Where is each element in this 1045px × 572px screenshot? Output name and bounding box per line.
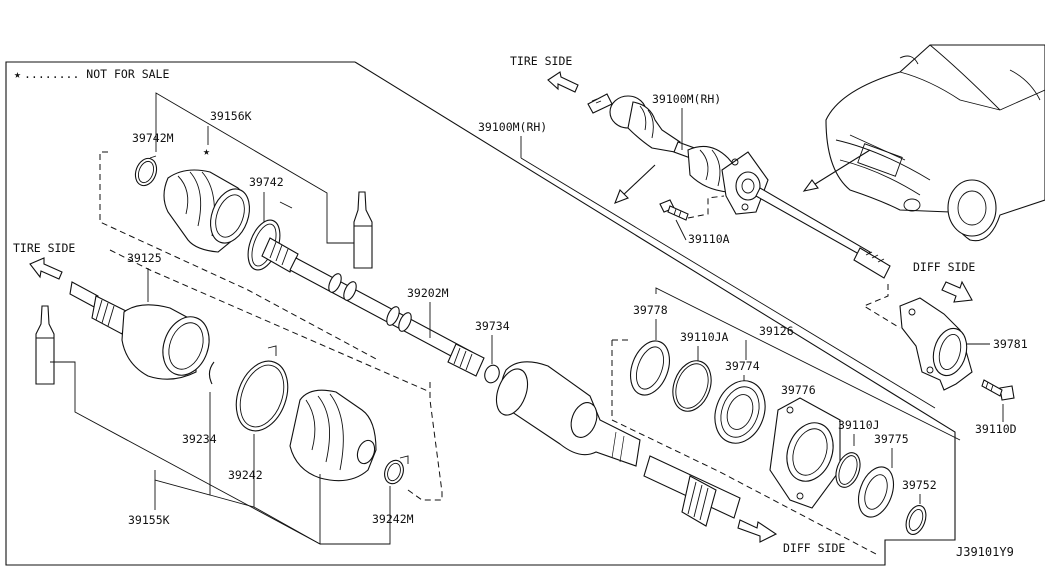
outer-joint-39125 bbox=[69, 281, 210, 380]
ring-39110J bbox=[835, 452, 861, 488]
diff-side-arrow-icon-right bbox=[941, 280, 973, 303]
grease-tube-left bbox=[35, 305, 55, 385]
seal-39752 bbox=[905, 505, 927, 535]
clamp-39242 bbox=[235, 345, 289, 432]
part-39781[interactable]: 39781 bbox=[993, 337, 1028, 351]
grease-tube-upper bbox=[353, 191, 373, 269]
part-39776[interactable]: 39776 bbox=[781, 383, 816, 397]
tire-side-label-left: TIRE SIDE bbox=[13, 241, 75, 255]
seal-39775 bbox=[857, 466, 895, 518]
bearing-housing-39776 bbox=[769, 397, 841, 509]
bearing-39774 bbox=[714, 380, 766, 444]
diagram-code: J39101Y9 bbox=[956, 545, 1014, 559]
part-39752[interactable]: 39752 bbox=[902, 478, 937, 492]
shaft-assembly-overview bbox=[587, 93, 891, 279]
diff-side-label-bottom: DIFF SIDE bbox=[783, 541, 845, 555]
part-39110A[interactable]: 39110A bbox=[688, 232, 730, 246]
part-39125[interactable]: 39125 bbox=[127, 251, 162, 265]
part-39100M-RH-upper[interactable]: 39100M(RH) bbox=[652, 92, 721, 106]
part-39242M-lower[interactable]: 39242M bbox=[372, 512, 414, 526]
boot-lower bbox=[289, 389, 377, 482]
shaft-39202M bbox=[261, 237, 485, 377]
legend-text: ........ NOT FOR SALE bbox=[24, 67, 169, 81]
part-39234[interactable]: 39234 bbox=[182, 432, 217, 446]
part-39775[interactable]: 39775 bbox=[874, 432, 909, 446]
tire-side-arrow-icon bbox=[547, 71, 579, 93]
tire-side-arrow-icon-left bbox=[29, 257, 63, 280]
part-39100M-RH-mid[interactable]: 39100M(RH) bbox=[478, 120, 547, 134]
part-39202M[interactable]: 39202M bbox=[407, 286, 449, 300]
clamp-39742M-upper bbox=[134, 155, 158, 187]
inner-joint-housing bbox=[495, 361, 741, 527]
ring-39734 bbox=[484, 364, 500, 384]
diagram-frame bbox=[5, 61, 956, 566]
part-39126[interactable]: 39126 bbox=[759, 324, 794, 338]
part-39110JA[interactable]: 39110JA bbox=[680, 330, 729, 344]
boot-39156K bbox=[163, 169, 250, 253]
seal-39778 bbox=[630, 340, 670, 396]
part-39155K[interactable]: 39155K bbox=[128, 513, 170, 527]
diff-side-arrow-icon-bottom bbox=[737, 519, 778, 543]
ring-39110JA bbox=[672, 360, 712, 412]
direction-arrow-icon bbox=[619, 164, 656, 199]
diff-side-label-right: DIFF SIDE bbox=[913, 260, 975, 274]
vehicle-illustration bbox=[802, 44, 1045, 242]
clamp-39242M-lower bbox=[384, 455, 409, 485]
snap-ring-39234 bbox=[208, 361, 215, 385]
bolt-39110D bbox=[981, 379, 1015, 401]
part-39242[interactable]: 39242 bbox=[228, 468, 263, 482]
bracket-39781 bbox=[899, 297, 973, 391]
part-39778[interactable]: 39778 bbox=[633, 303, 668, 317]
part-39156K[interactable]: 39156K bbox=[210, 109, 252, 123]
part-39734[interactable]: 39734 bbox=[475, 319, 510, 333]
part-39742-upper[interactable]: 39742 bbox=[249, 175, 284, 189]
tire-side-label-upper: TIRE SIDE bbox=[510, 54, 572, 68]
not-for-sale-star-icon: ★ bbox=[14, 67, 21, 81]
part-39774[interactable]: 39774 bbox=[725, 359, 760, 373]
part-39110D[interactable]: 39110D bbox=[975, 422, 1017, 436]
part-39110J[interactable]: 39110J bbox=[838, 418, 880, 432]
part-39742M-upper[interactable]: 39742M bbox=[132, 131, 174, 145]
not-for-sale-star-icon: ★ bbox=[203, 144, 210, 158]
